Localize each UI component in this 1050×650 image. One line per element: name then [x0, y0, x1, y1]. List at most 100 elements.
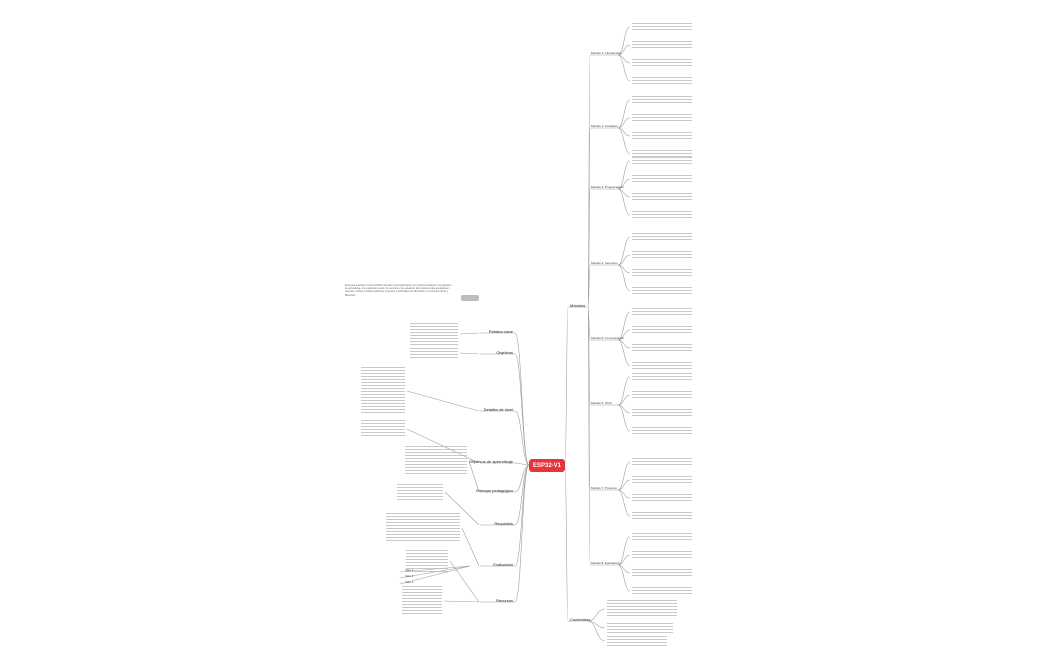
module-subitem-block: [632, 287, 692, 295]
left-leaf-edge: [406, 390, 480, 412]
module-edge: [587, 264, 591, 308]
left-branch-5[interactable]: Requisitos: [494, 521, 513, 526]
module-subitem-edge: [617, 160, 631, 190]
module-subitem-block: [632, 569, 692, 577]
left-leaf-edge: [449, 560, 480, 603]
module-subitem-edge: [617, 26, 631, 56]
module-subitem-edge: [617, 339, 631, 367]
left-branch-7[interactable]: Recursos: [496, 598, 513, 603]
left-branch-6[interactable]: Evaluación: [493, 562, 513, 567]
module-subitem-block: [632, 77, 692, 85]
left-leaf-block: [406, 550, 448, 572]
left-branch-4[interactable]: Enfoque pedagógico: [476, 488, 513, 493]
left-branch-1[interactable]: Objetivos: [496, 350, 513, 355]
right-branch-0[interactable]: Módulos: [570, 303, 586, 308]
module-subitem-edge: [617, 564, 631, 574]
module-subitem-edge: [617, 188, 631, 198]
module-subitem-block: [632, 114, 692, 122]
left-branch-edge: [514, 464, 530, 567]
module-subitem-block: [632, 211, 692, 219]
module-subitem-block: [632, 551, 692, 559]
module-subitem-block: [632, 427, 692, 435]
module-1[interactable]: Módulo 2: Hardware: [591, 124, 619, 128]
left-branch-edge: [514, 332, 530, 466]
module-subitem-edge: [617, 404, 631, 432]
module-subitem-block: [632, 533, 692, 541]
module-3[interactable]: Módulo 4: Sensores: [591, 261, 618, 265]
module-subitem-block: [632, 175, 692, 183]
module-subitem-block: [632, 494, 692, 502]
module-subitem-edge: [617, 311, 631, 341]
left-branch-3[interactable]: Objetivos de aprendizaje: [468, 459, 513, 464]
left-leaf-block: [397, 484, 443, 500]
module-subitem-block: [632, 476, 692, 484]
module-subitem-edge: [617, 264, 631, 292]
left-branch-2[interactable]: Detalles de nivel: [483, 407, 513, 412]
contents-block: [607, 636, 667, 646]
module-subitem-edge: [617, 489, 631, 517]
module-subitem-block: [632, 96, 692, 104]
module-5[interactable]: Módulo 6: Wi-Fi: [591, 401, 613, 405]
module-0[interactable]: Módulo 1: Introducción: [591, 51, 622, 55]
left-leaf-block: [402, 586, 442, 616]
right-branch-edge: [564, 306, 569, 466]
evaluation-item-edge: [399, 565, 471, 585]
module-subitem-block: [632, 251, 692, 259]
module-subitem-block: [632, 193, 692, 201]
left-leaf-edge: [459, 332, 480, 335]
module-subitem-edge: [617, 127, 631, 137]
left-leaf-edge: [461, 527, 480, 567]
module-subitem-block: [632, 157, 692, 165]
module-subitem-block: [632, 326, 692, 334]
contents-edge: [587, 620, 606, 642]
module-subitem-edge: [617, 536, 631, 566]
module-subitem-block: [632, 308, 692, 316]
module-subitem-edge: [617, 188, 631, 216]
module-subitem-edge: [617, 254, 631, 266]
left-leaf-block: [410, 348, 458, 358]
module-subitem-block: [632, 458, 692, 466]
module-7[interactable]: Módulo 8: Evaluación: [591, 561, 620, 565]
right-branch-1[interactable]: Contenidos: [570, 617, 591, 622]
evaluation-item-2[interactable]: Vale 3: [405, 580, 414, 584]
root-node[interactable]: ESP32-V1: [529, 459, 565, 472]
module-subitem-block: [632, 373, 692, 381]
evaluation-item-1[interactable]: Vale 2: [405, 574, 414, 578]
module-edge: [587, 306, 591, 566]
module-subitem-edge: [617, 404, 631, 414]
left-leaf-edge: [443, 600, 480, 603]
module-subitem-edge: [617, 236, 631, 266]
left-leaf-block: [405, 446, 467, 476]
module-4[interactable]: Módulo 5: Comunicación: [591, 336, 625, 340]
module-subitem-block: [632, 41, 692, 49]
module-2[interactable]: Módulo 3: Programación: [591, 185, 624, 189]
module-subitem-edge: [617, 564, 631, 592]
left-leaf-block: [386, 513, 460, 543]
left-branch-edge: [514, 410, 530, 466]
module-subitem-edge: [617, 479, 631, 491]
left-branch-edge: [514, 353, 530, 466]
left-branch-0[interactable]: Palabra clave: [488, 329, 513, 334]
contents-block: [607, 600, 677, 618]
module-subitem-block: [632, 512, 692, 520]
right-branch-edge: [564, 464, 569, 622]
module-subitem-edge: [617, 394, 631, 406]
root-label: ESP32-V1: [532, 462, 562, 469]
left-leaf-edge: [459, 352, 480, 355]
contents-block: [607, 623, 673, 633]
module-subitem-edge: [617, 178, 631, 190]
left-leaf-edge: [468, 460, 480, 493]
module-subitem-block: [632, 362, 692, 370]
module-subitem-block: [632, 59, 692, 67]
left-leaf-block: [361, 367, 405, 415]
left-leaf-block: [361, 420, 405, 438]
module-subitem-edge: [617, 339, 631, 349]
module-subitem-block: [632, 344, 692, 352]
module-subitem-block: [632, 150, 692, 158]
module-subitem-edge: [617, 54, 631, 82]
module-subitem-edge: [617, 376, 631, 406]
module-subitem-edge: [617, 54, 631, 64]
contents-edge: [587, 608, 606, 622]
module-subitem-edge: [617, 329, 631, 341]
module-6[interactable]: Módulo 7: Proyecto: [591, 486, 617, 490]
